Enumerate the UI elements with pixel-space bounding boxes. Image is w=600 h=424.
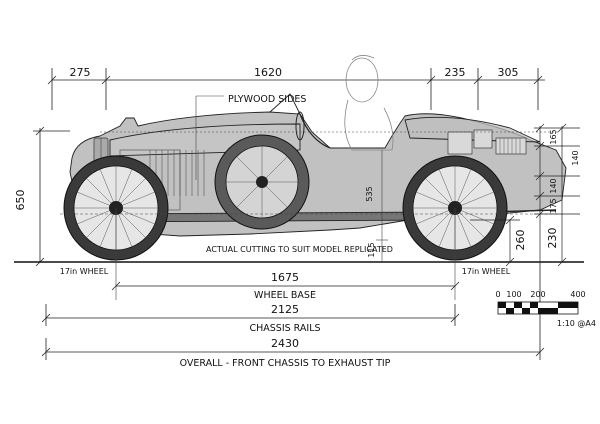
dim-seat-height: 535	[365, 186, 374, 201]
spare-wheel	[214, 134, 310, 230]
label-wheel-base: WHEEL BASE	[254, 290, 316, 301]
dim-chassis-rails-value: 2125	[271, 303, 299, 316]
dim-top-mid: 1620	[254, 66, 282, 79]
dim-overall-value: 2430	[271, 337, 299, 350]
dim-rear-175: 175	[549, 198, 558, 213]
scale-tick-200: 200	[530, 290, 545, 299]
scale-bar: 0 100 200 400 1:10 @A4	[495, 290, 596, 328]
label-front-wheel: 17in WHEEL	[60, 267, 109, 276]
scale-tick-400: 400	[570, 290, 585, 299]
dim-height-650: 650	[14, 190, 27, 211]
label-overall: OVERALL - FRONT CHASSIS TO EXHAUST TIP	[180, 358, 391, 369]
scale-ratio: 1:10 @A4	[557, 319, 596, 328]
dim-rear-a: 235	[445, 66, 466, 79]
dim-rear-165: 165	[549, 129, 558, 144]
label-chassis-rails: CHASSIS RAILS	[249, 323, 320, 334]
dim-rear-230: 230	[546, 228, 559, 249]
top-dimension-chain	[47, 68, 545, 110]
dim-front-overhang: 275	[70, 66, 91, 79]
label-actual-cutting: ACTUAL CUTTING TO SUIT MODEL REPLICATED	[206, 245, 393, 254]
steering-wheel	[295, 111, 305, 141]
construction-lines	[60, 95, 560, 300]
dim-rear-140-a: 140	[571, 150, 580, 165]
right-dimension-stack	[470, 123, 580, 267]
scale-tick-100: 100	[506, 290, 521, 299]
label-rear-wheel: 17in WHEEL	[462, 267, 511, 276]
dim-rear-140-b: 140	[549, 178, 558, 193]
windscreen	[269, 93, 301, 115]
dim-rear-260: 260	[514, 230, 527, 251]
dim-ground-clearance: 115	[367, 242, 376, 257]
scale-tick-0: 0	[495, 290, 500, 299]
label-plywood-sides: PLYWOOD SIDES	[228, 94, 306, 105]
dim-rear-b: 305	[498, 66, 519, 79]
driver-silhouette	[344, 55, 394, 151]
dim-wheel-base-value: 1675	[271, 271, 299, 284]
left-height-dimension	[33, 126, 70, 267]
